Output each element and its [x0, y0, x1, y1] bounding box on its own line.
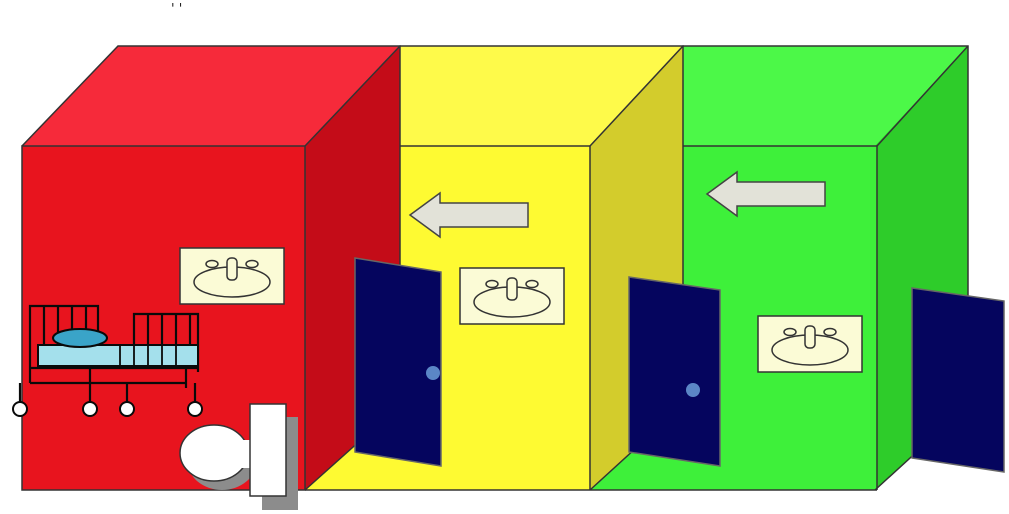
sink-icon [180, 248, 284, 304]
sink-icon [758, 316, 862, 372]
door-icon [629, 277, 720, 466]
sink-icon [460, 268, 564, 324]
door-icon [912, 288, 1004, 472]
door-icon [355, 258, 441, 466]
